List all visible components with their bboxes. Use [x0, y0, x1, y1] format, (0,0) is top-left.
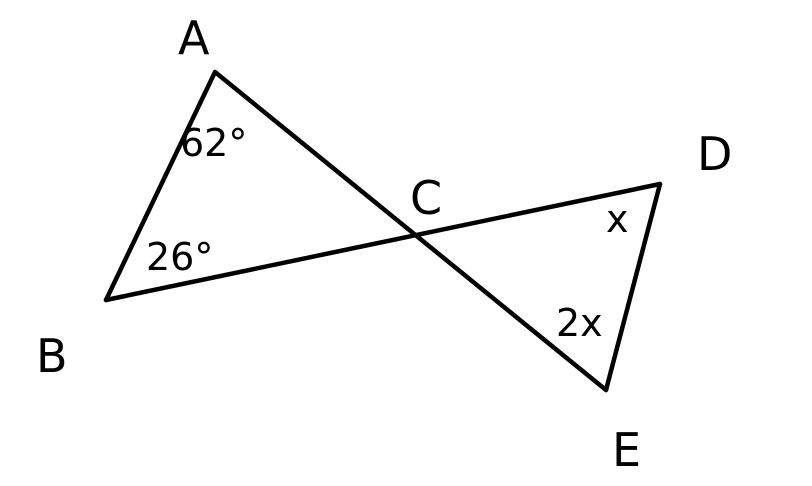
vertex-label-c: C — [410, 171, 442, 225]
angle-label-a: 62° — [180, 121, 247, 165]
segment-ae — [212, 69, 609, 393]
vertex-label-a: A — [178, 11, 210, 65]
angle-label-d: x — [606, 197, 629, 241]
segment-ab — [103, 69, 218, 303]
angle-label-b: 26° — [146, 235, 213, 279]
vertex-label-b: B — [36, 329, 68, 383]
vertex-label-d: D — [697, 127, 732, 181]
vertex-label-e: E — [612, 423, 641, 477]
segment-de — [603, 181, 663, 393]
angle-label-e: 2x — [556, 301, 603, 345]
segment-bd — [103, 181, 663, 303]
